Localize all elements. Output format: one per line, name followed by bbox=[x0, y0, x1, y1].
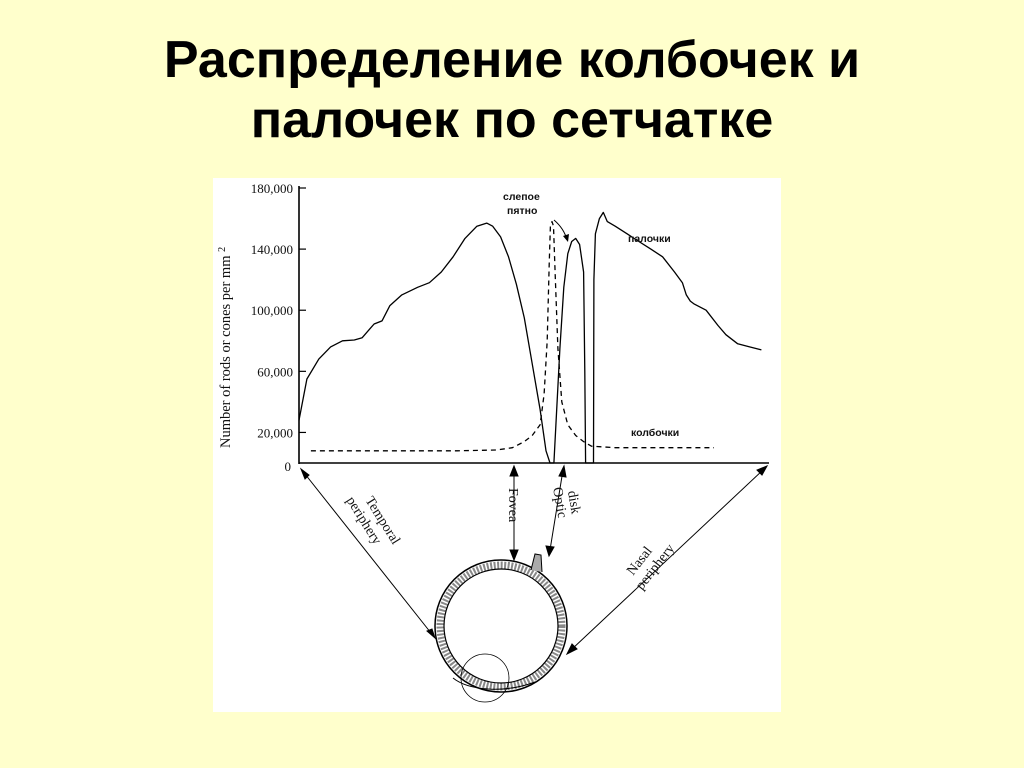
lens bbox=[460, 653, 510, 703]
arrow-fovea bbox=[509, 464, 519, 562]
y-tick-label: 140,000 bbox=[251, 242, 293, 257]
eye-inner-wall bbox=[443, 568, 559, 684]
y-axis-label-text: Number of rods or cones per mm bbox=[218, 255, 234, 448]
eye-diagram bbox=[434, 553, 568, 703]
eye-retina-layer bbox=[436, 561, 566, 691]
y-tick-label: 100,000 bbox=[251, 303, 293, 318]
series-layer bbox=[298, 211, 762, 464]
annotation-blind-spot-1: слепое bbox=[503, 191, 540, 203]
series-line-cones bbox=[310, 220, 714, 452]
title-line-1: Распределение колбочек и bbox=[163, 31, 861, 89]
annotation-cones: колбочки bbox=[631, 427, 679, 439]
temporal-periphery-label: Temporal periphery bbox=[343, 486, 405, 559]
lens-edge bbox=[452, 677, 536, 690]
blind-spot-arrowhead bbox=[563, 234, 569, 242]
y-tick-label: 180,000 bbox=[251, 181, 293, 196]
y-ticks: 180,000 140,000 100,000 60,000 20,000 0 bbox=[251, 181, 306, 474]
y-tick-label: 0 bbox=[285, 459, 292, 474]
series-line-rods bbox=[298, 211, 762, 464]
retina-distribution-figure: Number of rods or cones per mm 2 180,000… bbox=[213, 178, 781, 712]
arrow-optic bbox=[545, 464, 567, 558]
optic-disk-label: Optic disk bbox=[549, 484, 584, 523]
y-axis-label-sup: 2 bbox=[217, 247, 228, 252]
y-axis-label: Number of rods or cones per mm 2 bbox=[217, 247, 234, 448]
y-tick-label: 60,000 bbox=[257, 364, 293, 379]
annotation-blind-spot-2: пятно bbox=[507, 205, 537, 217]
title-line-2: палочек по сетчатке bbox=[250, 91, 774, 149]
fovea-label: Fovea bbox=[505, 488, 520, 523]
arrow-nasal bbox=[565, 465, 769, 656]
annotation-rods: палочки bbox=[628, 233, 671, 245]
y-tick-label: 20,000 bbox=[257, 425, 293, 440]
optic-nerve bbox=[530, 553, 543, 573]
eye-outer-wall bbox=[434, 559, 568, 693]
nasal-periphery-label: Nasal periphery bbox=[621, 532, 678, 593]
page-title: Распределение колбочек и палочек по сетч… bbox=[0, 30, 1024, 150]
chart-svg: Number of rods or cones per mm 2 180,000… bbox=[217, 181, 769, 703]
arrow-temporal bbox=[299, 467, 437, 640]
